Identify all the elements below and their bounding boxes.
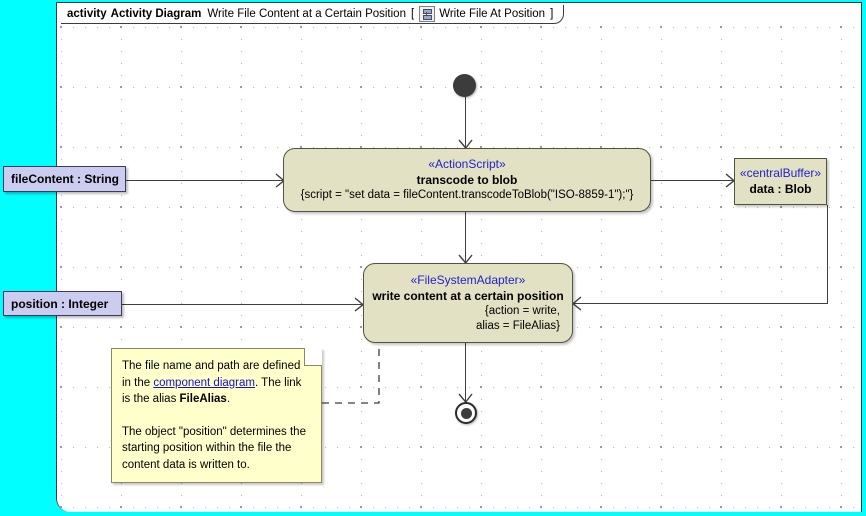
component-diagram-link[interactable]: component diagram [153, 376, 255, 389]
note-para2-line-2: starting position within the file the [122, 442, 292, 454]
note-line-1: The file name and path are defined [122, 360, 301, 372]
central-buffer-node[interactable]: «centralBuffer» data : Blob [734, 158, 827, 205]
activity-final-node [455, 402, 477, 424]
buffer-stereotype: «centralBuffer» [739, 166, 822, 180]
edge-write-to-final [465, 343, 467, 401]
edge-transcode-to-buffer [651, 180, 733, 182]
object-node-file-content[interactable]: fileContent : String [3, 166, 126, 192]
frame-reference: Write File At Position [439, 8, 546, 20]
frame-bracket-close: ] [550, 8, 554, 20]
action-stereotype: «FileSystemAdapter» [410, 272, 526, 287]
frame-bracket-open: [ [410, 8, 415, 20]
action-property: {script = "set data = fileContent.transc… [300, 189, 634, 201]
comment-note[interactable]: The file name and path are defined in th… [111, 348, 322, 483]
note-para2-line-1: The object "position" determines the [122, 425, 306, 438]
note-line-3-prefix: is the alias [122, 393, 180, 405]
frame-keyword: activity [67, 8, 107, 20]
edge-buffer-to-write [573, 303, 828, 305]
note-line-2: in the component diagram. The link [122, 375, 311, 392]
note-line-3: is the alias FileAlias. [122, 391, 311, 408]
initial-node [453, 74, 476, 97]
edge-transcode-to-write [465, 212, 467, 262]
frame-header: activity Activity Diagram Write File Con… [61, 5, 565, 24]
action-property-line-1: {action = write, [484, 304, 560, 317]
action-property-line-2: alias = FileAlias} [475, 319, 560, 332]
object-node-label: position : Integer [11, 296, 109, 311]
action-label: transcode to blob [416, 173, 518, 187]
note-fold-corner [304, 348, 322, 366]
note-line-2-prefix: in the [122, 376, 154, 389]
note-line-3-suffix: . [226, 393, 231, 405]
edge-position-to-write [115, 304, 362, 306]
note-line-2-suffix: . The link [254, 376, 302, 389]
activity-diagram-icon [419, 6, 436, 22]
edge-buffer-down [827, 205, 829, 304]
action-write-content-at-position[interactable]: «FileSystemAdapter» write content at a c… [363, 263, 573, 343]
activity-diagram-frame: activity Activity Diagram Write File Con… [56, 2, 862, 512]
action-label: write content at a certain position [372, 288, 564, 303]
edge-initial-to-transcode [465, 97, 467, 147]
frame-kind: Activity Diagram [110, 8, 202, 20]
action-stereotype: «ActionScript» [428, 157, 506, 171]
edge-filecontent-to-transcode [115, 180, 283, 182]
buffer-label: data : Blob [749, 182, 812, 196]
object-node-label: fileContent : String [11, 172, 119, 186]
note-alias-name: FileAlias [179, 393, 227, 405]
action-transcode-to-blob[interactable]: «ActionScript» transcode to blob {script… [283, 148, 651, 212]
note-para2-line-3: content data is written to. [122, 458, 250, 471]
object-node-position[interactable]: position : Integer [3, 291, 122, 316]
frame-title: Write File Content at a Certain Position [207, 8, 406, 20]
